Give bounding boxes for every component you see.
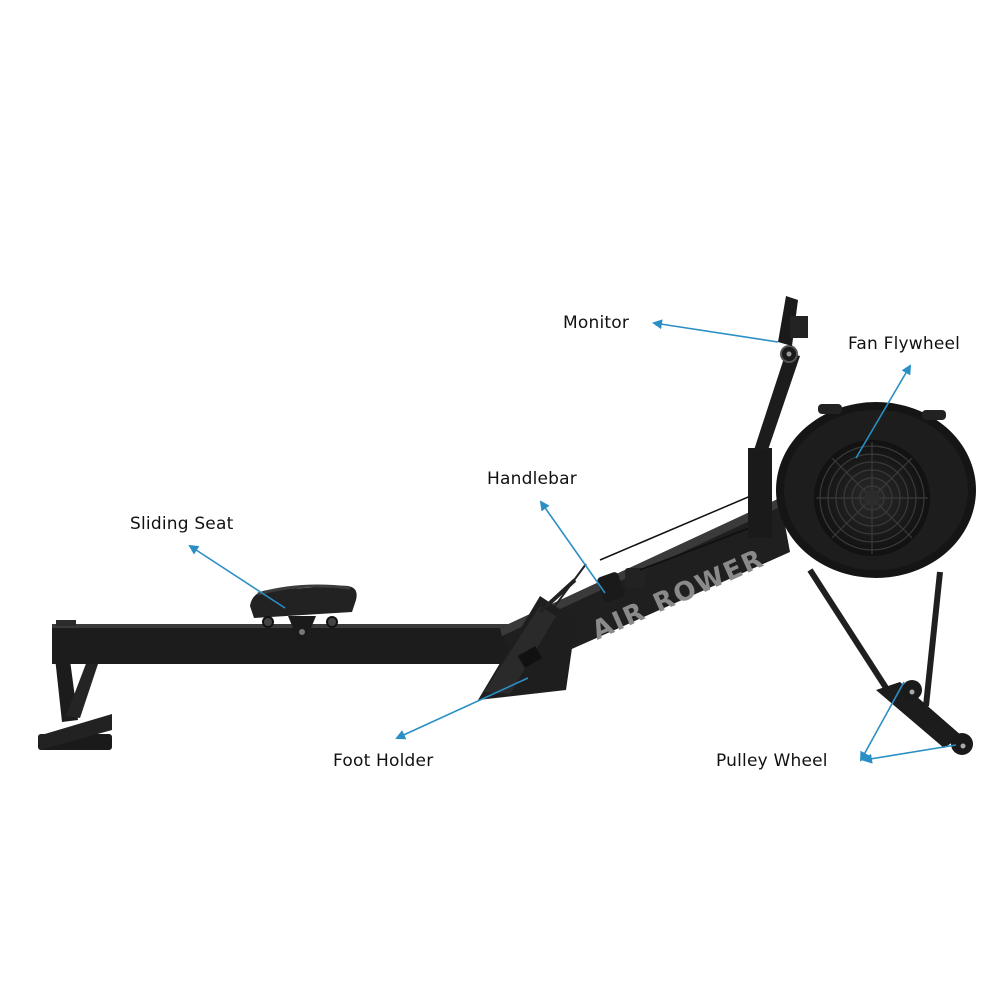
front-legs bbox=[807, 568, 973, 755]
label-sliding-seat: Sliding Seat bbox=[130, 514, 234, 534]
monitor bbox=[778, 296, 808, 346]
label-pulley-wheel: Pulley Wheel bbox=[716, 751, 828, 771]
pulley-wheel-arrow-2 bbox=[862, 744, 957, 764]
sliding-seat bbox=[250, 584, 357, 640]
main-rail bbox=[52, 620, 522, 664]
foot-holder bbox=[478, 563, 587, 700]
foot-holder-arrow bbox=[395, 677, 529, 740]
monitor-arm bbox=[748, 345, 800, 538]
label-handlebar: Handlebar bbox=[487, 469, 577, 489]
label-monitor: Monitor bbox=[563, 313, 630, 333]
handlebar bbox=[597, 523, 761, 602]
label-fan-flywheel: Fan Flywheel bbox=[848, 334, 961, 354]
monitor-arrow bbox=[652, 319, 779, 343]
pulley-wheel-arrow-1 bbox=[860, 681, 905, 762]
sliding-seat-arrow bbox=[188, 544, 286, 609]
label-foot-holder: Foot Holder bbox=[333, 751, 434, 771]
annotation-arrows bbox=[188, 319, 957, 764]
fan-flywheel-arrow bbox=[855, 364, 912, 459]
handlebar-arrow bbox=[539, 500, 606, 594]
fan-flywheel bbox=[776, 402, 976, 578]
